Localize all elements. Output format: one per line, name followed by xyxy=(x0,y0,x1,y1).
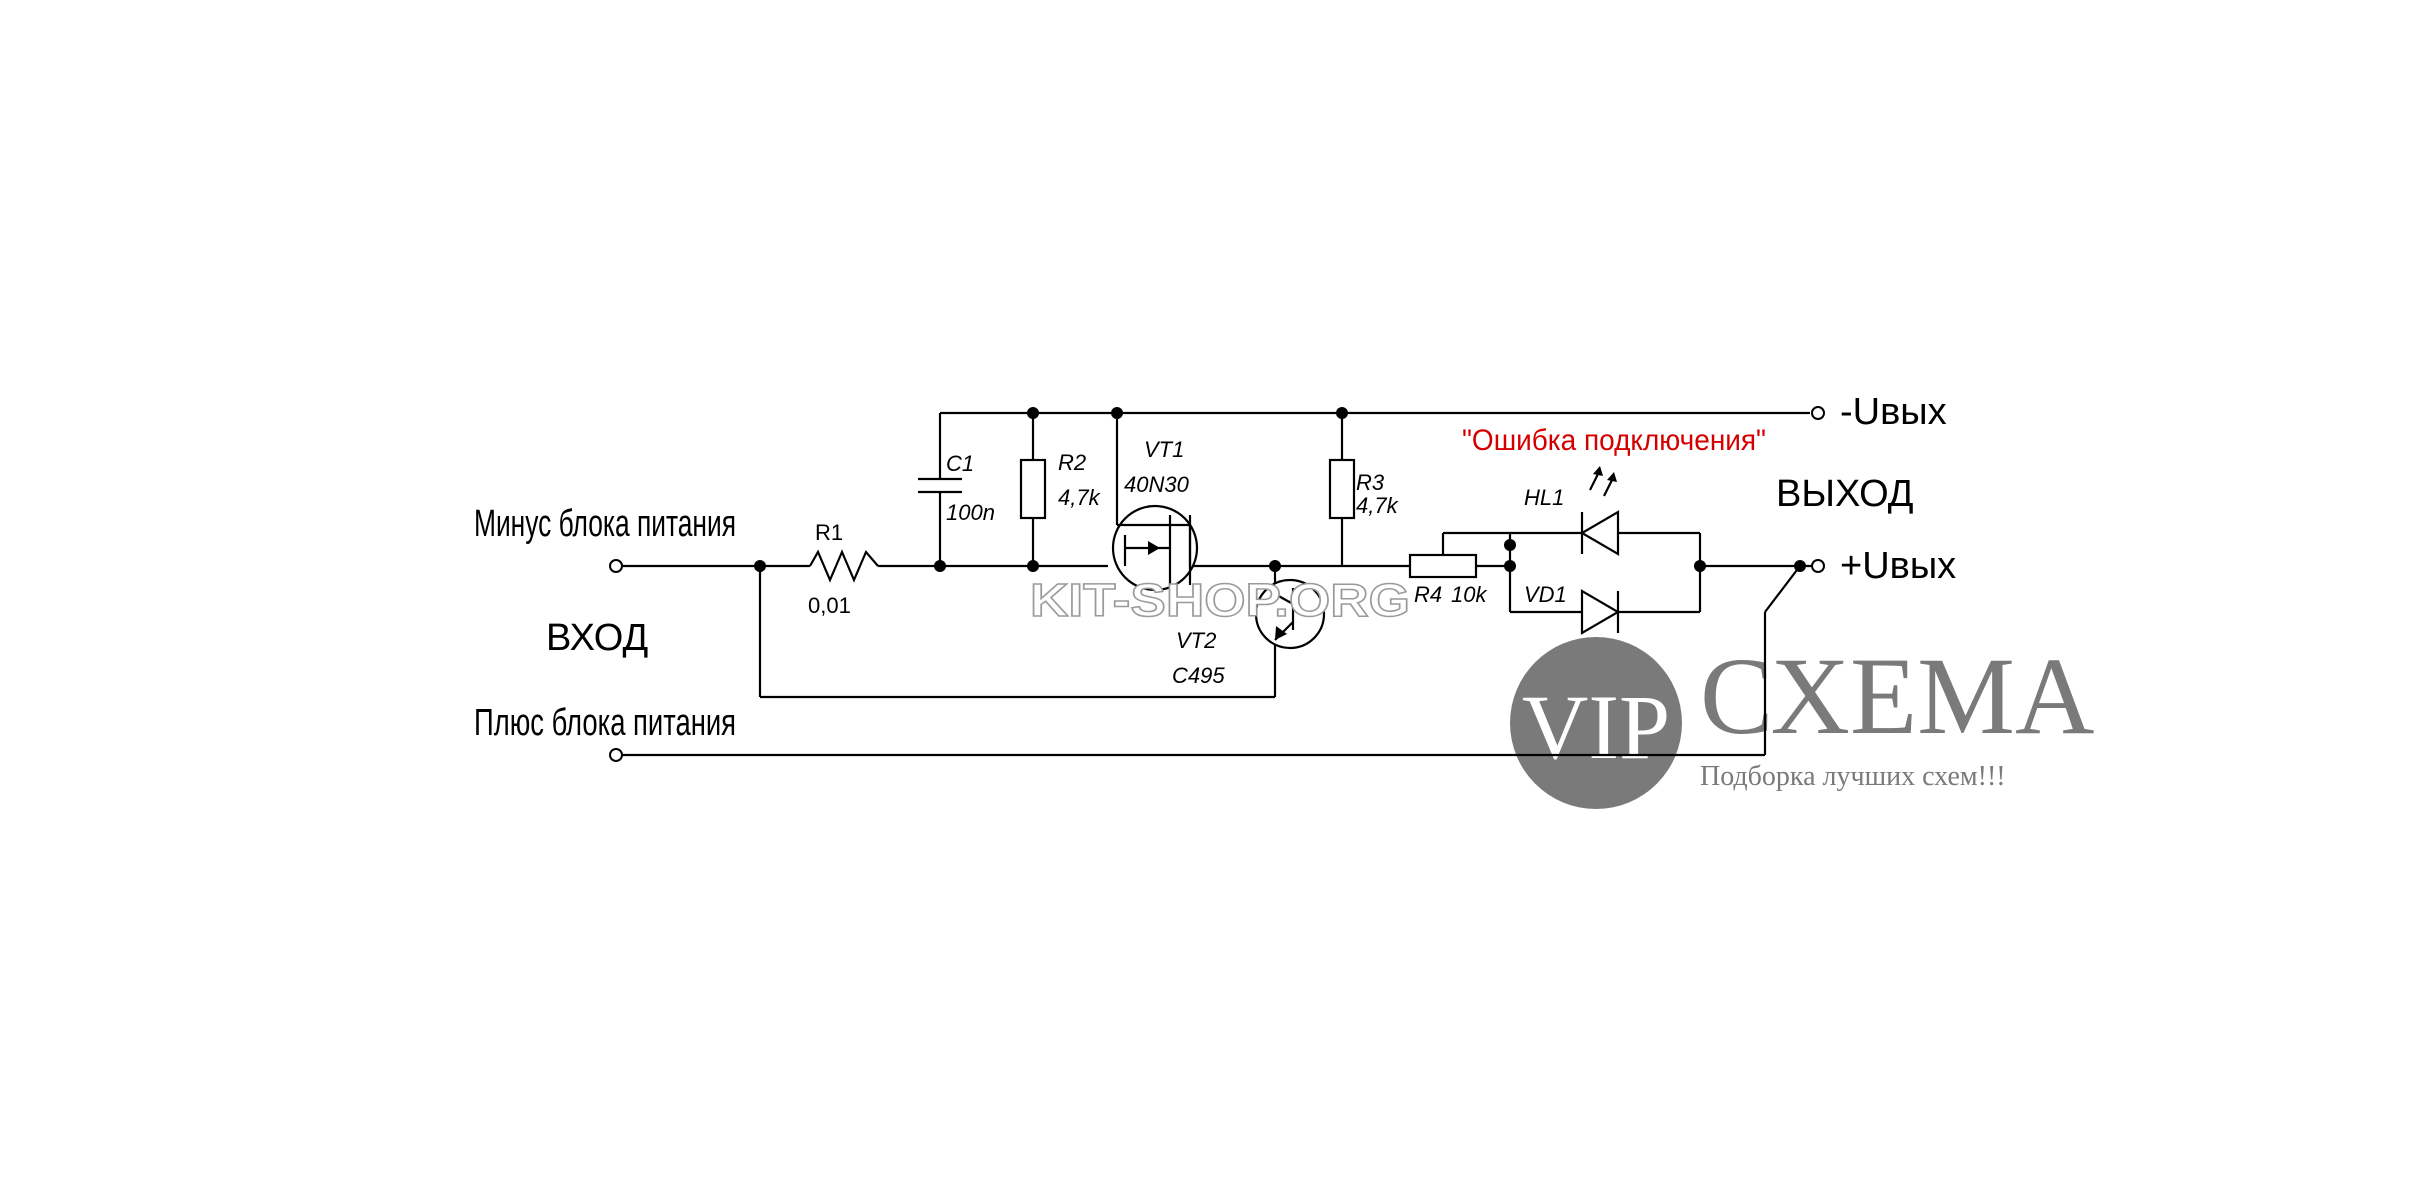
resistor-r3 xyxy=(1328,458,1356,520)
capacitor-c1 xyxy=(918,477,962,494)
r4-name: R4 xyxy=(1414,582,1442,607)
wires xyxy=(622,411,1812,757)
resistor-r4 xyxy=(1408,553,1478,579)
r3-value: 4,7k xyxy=(1356,493,1399,518)
transistor-vt2 xyxy=(1254,578,1326,650)
r1-value: 0,01 xyxy=(808,593,851,618)
r3-name: R3 xyxy=(1356,470,1385,495)
terminals xyxy=(609,406,1825,762)
vt1-value: 40N30 xyxy=(1124,472,1190,497)
connection-error-label: "Ошибка подключения" xyxy=(1462,424,1766,457)
r2-name: R2 xyxy=(1058,450,1086,475)
junctions xyxy=(754,407,1806,572)
minus-output-label: -Uвых xyxy=(1840,391,1947,433)
vt2-name: VT2 xyxy=(1176,628,1216,653)
resistor-r2 xyxy=(1019,458,1047,520)
diode-vd1 xyxy=(1580,589,1621,635)
vt1-name: VT1 xyxy=(1144,437,1184,462)
output-label: ВЫХОД xyxy=(1776,473,1914,515)
kit-shop-watermark: KIT-SHOP.ORG xyxy=(1030,574,1410,626)
minus-supply-label: Минус блока питания xyxy=(474,503,736,545)
led-hl1 xyxy=(1579,466,1620,556)
mosfet-vt1 xyxy=(1111,504,1199,592)
plus-supply-label: Плюс блока питания xyxy=(474,702,736,744)
tagline-watermark-text: Подборка лучших схем!!! xyxy=(1700,761,2006,792)
brand-watermark-text: СХЕМА xyxy=(1700,635,2094,757)
r1-name: R1 xyxy=(815,520,843,545)
plus-output-label: +Uвых xyxy=(1840,545,1956,587)
r4-value: 10k xyxy=(1451,582,1487,607)
vip-schema-watermark: VIP СХЕМА Подборка лучших схем!!! xyxy=(1510,635,2094,809)
vt2-value: C495 xyxy=(1172,663,1225,688)
c1-value: 100n xyxy=(946,500,995,525)
vip-logo-circle xyxy=(1510,637,1682,809)
r2-value: 4,7k xyxy=(1058,485,1101,510)
input-label: ВХОД xyxy=(546,617,648,659)
c1-name: C1 xyxy=(946,451,974,476)
vd1-name: VD1 xyxy=(1524,582,1567,607)
resistor-r1 xyxy=(809,549,879,583)
hl1-name: HL1 xyxy=(1524,485,1564,510)
vip-logo-text: VIP xyxy=(1522,676,1670,778)
